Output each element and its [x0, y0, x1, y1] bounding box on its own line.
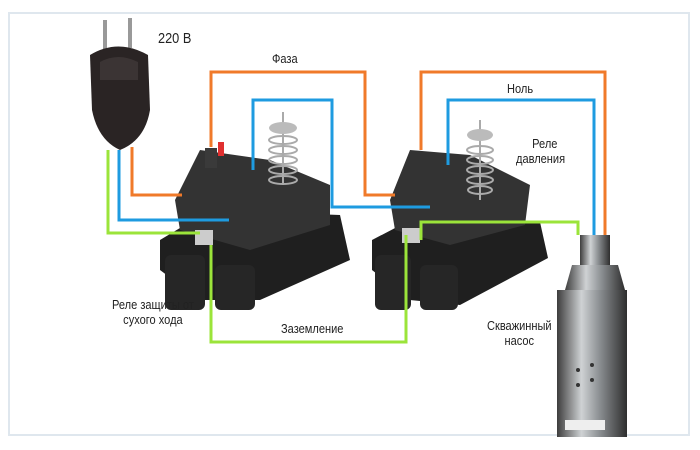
phase-wire-relay-link [209, 70, 395, 197]
diagram-frame [8, 12, 690, 436]
phase-wire-plug [130, 147, 182, 197]
voltage-label: 220 В [158, 30, 192, 47]
pressure-relay-label-line2: давления [516, 151, 566, 166]
pressure-relay-label-line1: Реле [532, 136, 558, 151]
pressure-relay-label: Реле давления [516, 136, 565, 166]
neutral-wire-pump [446, 98, 596, 235]
ground-label: Заземление [281, 321, 344, 336]
dry-run-relay-label-line2: сухого хода [123, 312, 183, 327]
phase-label: Фаза [272, 51, 298, 66]
phase-wire-pump [419, 70, 607, 235]
neutral-label: Ноль [507, 81, 534, 96]
pump-label-line2: насос [504, 333, 535, 348]
plug-icon [90, 18, 150, 150]
neutral-wire-relay-link [251, 98, 430, 209]
dry-run-relay-label: Реле защиты от сухого хода [112, 297, 194, 327]
dry-run-relay-image [160, 112, 350, 310]
neutral-wire-plug [117, 150, 229, 222]
ground-wire-plug [106, 150, 200, 235]
pump-label-line1: Скважинный [487, 318, 552, 333]
pump-label: Скважинный насос [487, 318, 552, 348]
ground-wire-relay-link [209, 235, 408, 344]
dry-run-relay-label-line1: Реле защиты от [112, 297, 194, 312]
ground-wire-pump [419, 220, 580, 240]
borehole-pump-image [557, 235, 627, 437]
